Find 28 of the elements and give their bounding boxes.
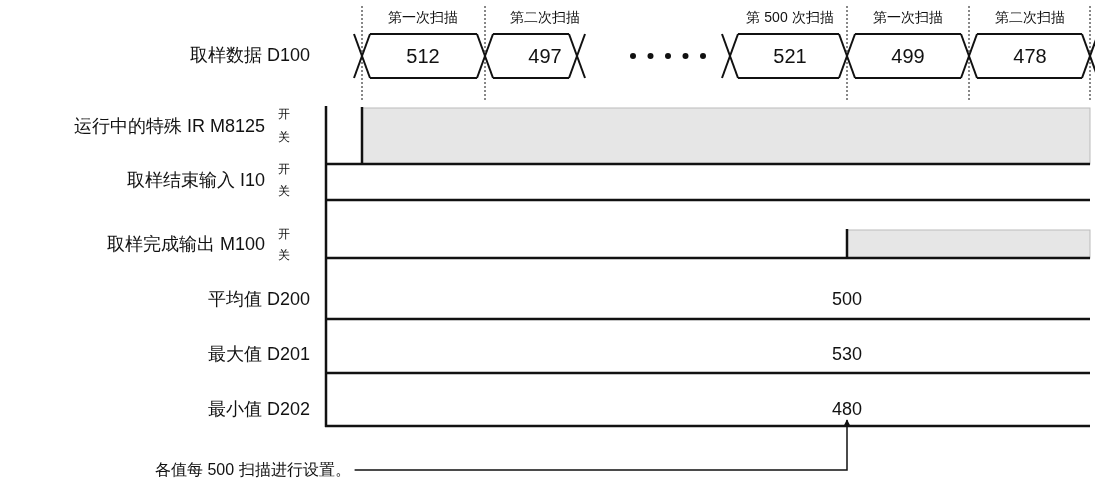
- data-value: 512: [406, 45, 440, 67]
- scan-label: 第二次扫描: [995, 10, 1065, 26]
- callout-text: 各值每 500 扫描进行设置。: [155, 461, 351, 479]
- state-label: 开: [278, 228, 290, 242]
- data-value: 480: [832, 400, 862, 420]
- signal-name: 最小值 D202: [207, 400, 310, 420]
- signal-name: 取样结束输入 I10: [126, 171, 265, 191]
- data-value: 497: [528, 45, 562, 67]
- scan-label: 第一次扫描: [873, 10, 943, 26]
- data-value: 500: [832, 290, 862, 310]
- state-label: 开: [278, 108, 290, 122]
- scan-label: 第 500 次扫描: [746, 10, 834, 26]
- scan-label: 第二次扫描: [510, 10, 580, 26]
- signal-name: 运行中的特殊 IR M8125: [73, 117, 265, 137]
- state-label: 关: [278, 131, 290, 145]
- signal-name: 最大值 D201: [207, 345, 310, 365]
- signal-name: 取样数据 D100: [189, 46, 310, 66]
- data-value: 478: [1013, 45, 1047, 67]
- state-label: 关: [278, 185, 290, 199]
- data-value: 530: [832, 345, 862, 365]
- state-label: 开: [278, 163, 290, 177]
- scan-label: 第一次扫描: [388, 10, 458, 26]
- signal-name: 平均值 D200: [207, 290, 310, 310]
- signal-name: 取样完成输出 M100: [106, 235, 265, 255]
- data-value: 499: [891, 45, 925, 67]
- data-value: 521: [773, 45, 807, 67]
- state-label: 关: [278, 249, 290, 263]
- leader-line: [353, 419, 851, 471]
